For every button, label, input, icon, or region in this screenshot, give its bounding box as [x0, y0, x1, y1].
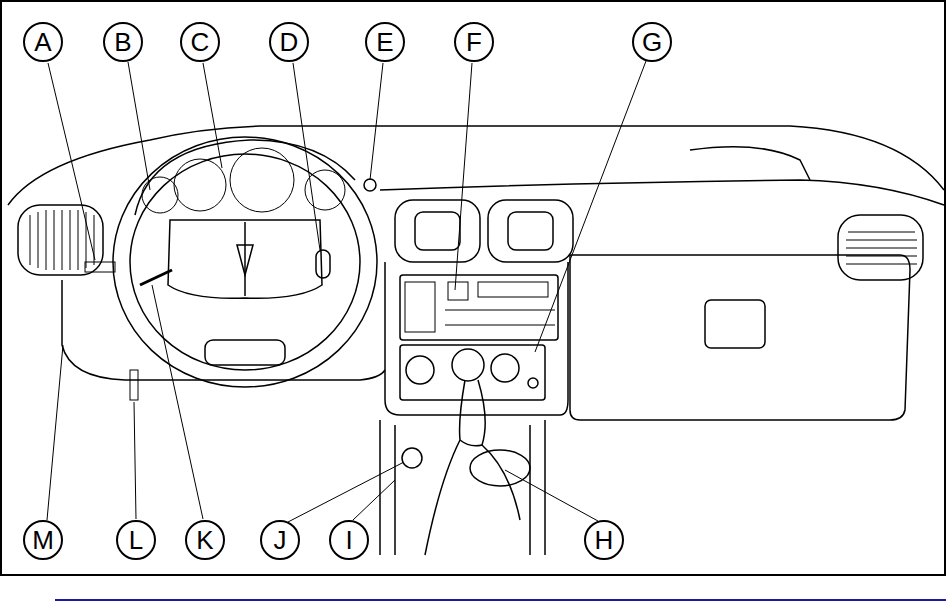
callout-letter: H: [595, 527, 614, 553]
callout-circle: I: [329, 520, 369, 560]
callout-letter: G: [642, 29, 662, 55]
callout-letter: K: [196, 527, 213, 553]
callout-letter: J: [274, 527, 287, 553]
callout-letter: A: [34, 29, 51, 55]
callout-letter: D: [280, 29, 299, 55]
callout-letter: I: [345, 527, 352, 553]
callout-letter: C: [191, 29, 210, 55]
callout-circle: K: [185, 520, 225, 560]
callout-circle: D: [269, 22, 309, 62]
callout-circle: A: [23, 22, 63, 62]
callout-circle: F: [454, 22, 494, 62]
callout-letter: F: [466, 29, 482, 55]
callout-letter: E: [376, 29, 393, 55]
callout-circle: G: [632, 22, 672, 62]
callout-letter: L: [129, 527, 143, 553]
callout-circle: L: [116, 520, 156, 560]
callout-circle: C: [180, 22, 220, 62]
callout-circle: M: [23, 520, 63, 560]
callout-circle: H: [584, 520, 624, 560]
callout-circle: E: [365, 22, 405, 62]
callout-circle: J: [260, 520, 300, 560]
callout-circle: B: [103, 22, 143, 62]
callout-letter: M: [32, 527, 54, 553]
callout-letter: B: [114, 29, 131, 55]
